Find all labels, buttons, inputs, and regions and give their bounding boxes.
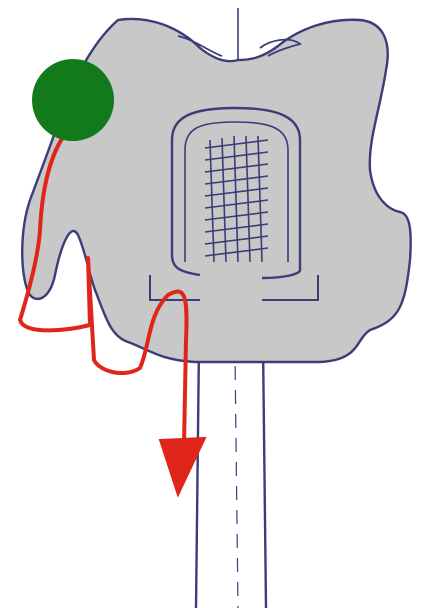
green-contact-dot <box>32 59 114 141</box>
